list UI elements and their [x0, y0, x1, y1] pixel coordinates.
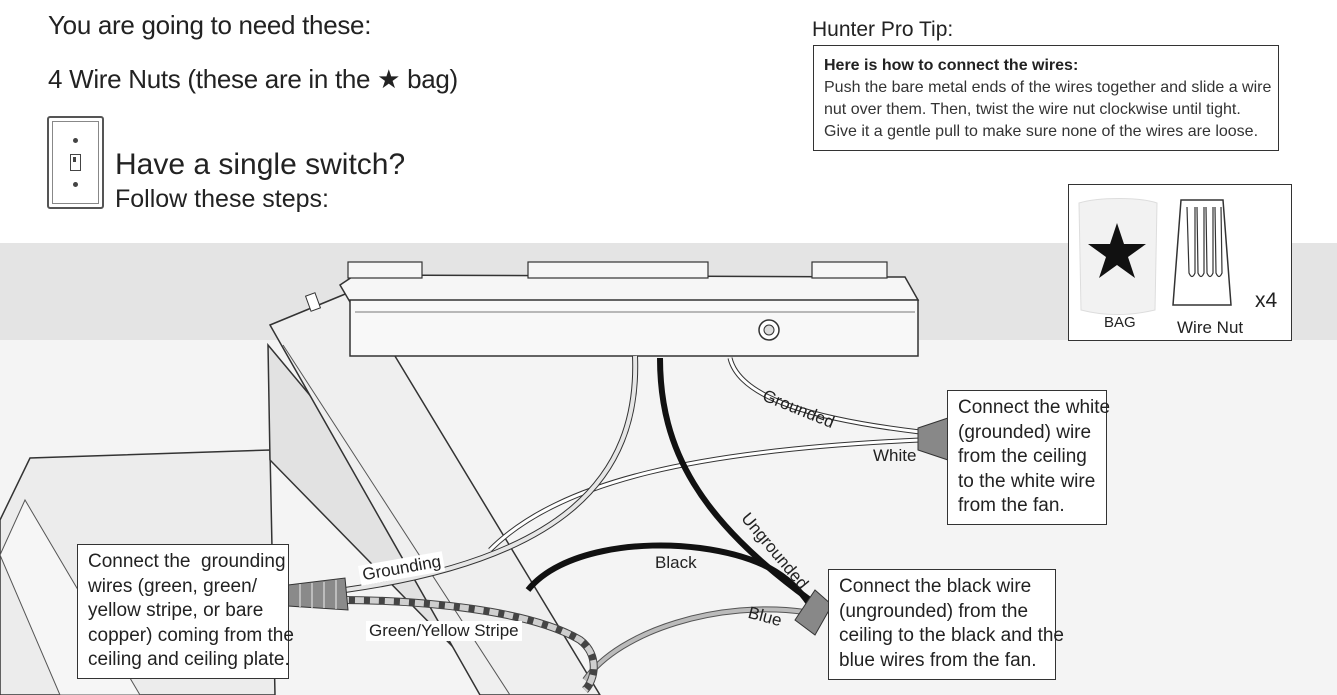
white-label: White	[873, 446, 917, 465]
parts-box	[1068, 184, 1292, 341]
callout-line: (ungrounded) from the	[839, 600, 1029, 622]
wire-nuts-bag-text: bag)	[400, 64, 458, 94]
follow-steps-text: Follow these steps:	[115, 185, 329, 213]
switch-toggle	[70, 154, 81, 171]
quantity-label: x4	[1255, 289, 1278, 312]
pro-tip-box: Here is how to connect the wires: Push t…	[813, 45, 1279, 151]
wire-nut-icon	[1172, 199, 1232, 306]
grounding-wire-nut	[287, 577, 349, 611]
switch-plate	[52, 121, 99, 204]
single-switch-question: Have a single switch?	[115, 148, 406, 181]
pro-tip-line: Push the bare metal ends of the wires to…	[824, 79, 1272, 96]
fan-black-wire	[525, 542, 813, 607]
pro-tip-heading: Here is how to connect the wires:	[824, 57, 1079, 74]
callout-line: from the ceiling	[958, 446, 1087, 467]
star-icon: ★	[377, 64, 401, 94]
callout-line: ceiling to the black and the	[839, 625, 1064, 646]
need-title: You are going to need these:	[48, 10, 372, 40]
light-switch-icon	[47, 116, 104, 209]
white-wire-callout: Connect the white (grounded) wire from t…	[947, 390, 1111, 525]
pro-tip-title: Hunter Pro Tip:	[812, 18, 954, 41]
callout-line: (grounded) wire	[958, 421, 1092, 443]
callout-line: ceiling and ceiling plate.	[88, 649, 290, 670]
callout-line: to the white wire	[958, 470, 1096, 492]
callout-line: wires (green, green/	[88, 575, 257, 597]
wire-nuts-text: 4 Wire Nuts (these are in the	[48, 64, 378, 94]
callout-line: copper) coming from the	[88, 624, 294, 646]
pro-tip-line: Give it a gentle pull to make sure none …	[824, 123, 1259, 140]
white-wire-nut	[917, 417, 949, 461]
parts-illustration	[1078, 198, 1232, 315]
black-wire-callout: Connect the black wire (ungrounded) from…	[828, 569, 1064, 680]
mounting-bracket	[349, 299, 919, 357]
pro-tip-line: nut over them. Then, twist the wire nut …	[824, 101, 1241, 118]
callout-line: Connect the white	[958, 397, 1111, 418]
switch-screw-top	[73, 138, 78, 143]
mounting-bracket-top	[338, 274, 920, 303]
callout-line: Connect the grounding	[88, 551, 286, 572]
callout-line: from the fan.	[958, 495, 1065, 516]
black-label: Black	[655, 553, 697, 572]
bag-label: BAG	[1104, 314, 1136, 331]
fan-white-wire	[488, 437, 921, 552]
wire-nuts-line: 4 Wire Nuts (these are in the ★ bag)	[48, 64, 458, 95]
callout-line: yellow stripe, or bare	[88, 600, 264, 621]
bag-star-icon	[1088, 223, 1146, 278]
grounding-wire-callout: Connect the grounding wires (green, gree…	[77, 544, 294, 679]
switch-screw-bottom	[73, 182, 78, 187]
green-yellow-stripe-label: Green/Yellow Stripe	[366, 621, 522, 641]
callout-line: Connect the black wire	[839, 576, 1032, 597]
wire-nut-label: Wire Nut	[1177, 318, 1244, 337]
callout-line: blue wires from the fan.	[839, 649, 1037, 671]
